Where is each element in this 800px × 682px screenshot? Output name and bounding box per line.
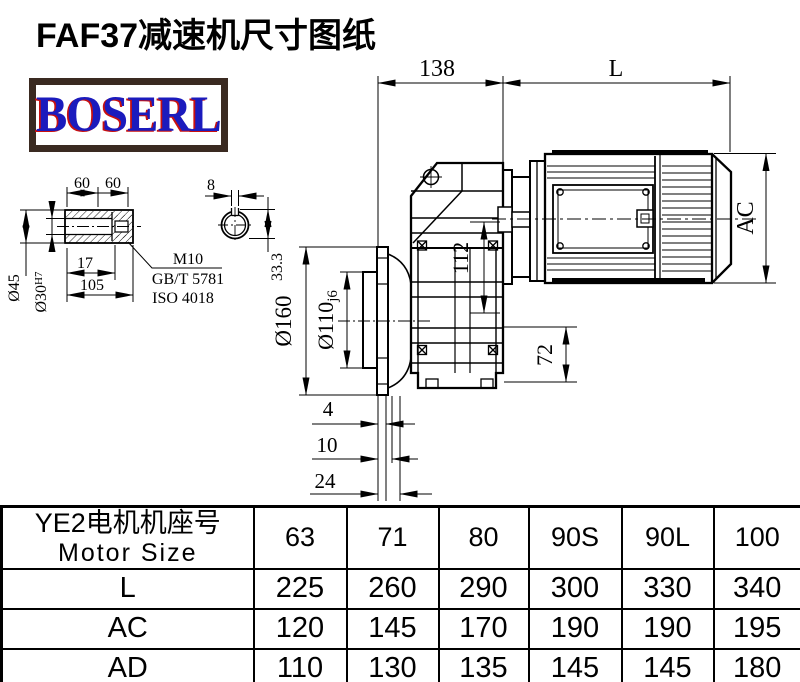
dim-label-60a: 60 [74,175,90,192]
cell: 190 [527,607,623,650]
thread-note-iso: ISO 4018 [152,290,214,307]
dim-label-AC: AC [733,201,759,234]
thread-note-m10: M10 [173,251,203,268]
table-row: AC 120 145 170 190 190 195 [0,607,800,650]
brand-logo-text: BOSERL [36,86,222,143]
dim-label-105: 105 [80,277,104,294]
cell: 130 [345,647,440,682]
gearbox [409,161,505,390]
cell: 225 [252,567,348,610]
cell: 300 [527,567,623,610]
cell: 340 [712,567,800,610]
shaft-side-view: 60 60 Ø45 Ø30H7 17 105 M10 [6,175,224,313]
flange [338,246,430,396]
cell: 260 [345,567,440,610]
cell: 330 [620,567,715,610]
dim-label-10: 10 [317,433,338,457]
main-dimensions: 138 L AC 112 72 Ø160 Ø11 [271,56,776,501]
cell: 145 [527,647,623,682]
dimension-drawing: 60 60 Ø45 Ø30H7 17 105 M10 [6,56,776,501]
dim-label-L: L [609,56,624,82]
cell: 120 [252,607,348,650]
dim-label-60b: 60 [105,175,121,192]
motor-size-table: YE2电机机座号 Motor Size 63 71 80 90S 90L 100… [0,505,800,682]
dim-label-8: 8 [207,177,215,194]
dim-label-112: 112 [448,242,473,274]
header-col-63: 63 [252,505,348,570]
cell: 180 [712,647,800,682]
table-row: L 225 260 290 300 330 340 [0,567,800,610]
row-label-AD: AD [0,647,255,682]
brand-logo: BOSERL [29,78,228,152]
dim-label-4: 4 [323,397,334,421]
thread-note-gbt: GB/T 5781 [152,271,224,288]
cell: 170 [437,607,530,650]
dim-label-138: 138 [419,56,455,82]
row-label-L: L [0,567,255,610]
cell: 195 [712,607,800,650]
cell: 110 [252,647,348,682]
page-title: FAF37减速机尺寸图纸 [36,17,377,55]
header-col-100: 100 [712,505,800,570]
table-header-row: YE2电机机座号 Motor Size 63 71 80 90S 90L 100 [0,505,800,570]
dim-label-72: 72 [532,344,557,366]
dim-label-dia160: Ø160 [271,295,296,346]
motor [492,150,757,285]
table-row: AD 110 130 135 145 145 180 [0,647,800,682]
header-col-90L: 90L [620,505,715,570]
cell: 145 [345,607,440,650]
dim-label-24: 24 [315,469,337,493]
dim-label-dia30: Ø30H7 [33,271,50,313]
dim-label-dia45: Ø45 [6,274,23,302]
cell: 290 [437,567,530,610]
cell: 145 [620,647,715,682]
header-col-71: 71 [345,505,440,570]
dim-label-333: 33.3 [269,253,286,281]
header-col-90S: 90S [527,505,623,570]
shaft-section-view: 8 33.3 [205,177,286,281]
header-motor-size: YE2电机机座号 Motor Size [0,505,255,570]
row-label-AC: AC [0,607,255,650]
dim-label-17: 17 [77,255,93,272]
cell: 190 [620,607,715,650]
cell: 135 [437,647,530,682]
dim-label-dia110: Ø110j6 [313,290,341,350]
header-col-80: 80 [437,505,530,570]
